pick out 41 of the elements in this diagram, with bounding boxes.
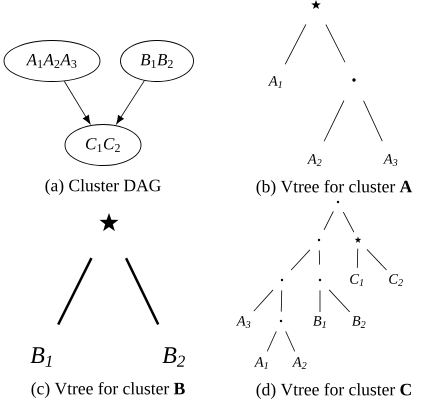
caption: (d) Vtree for cluster C (256, 382, 411, 400)
branch-line (280, 290, 282, 312)
leaf-label: B$_{1}$ (312, 316, 326, 328)
leaf-label: A$_{3}$ (382, 154, 398, 166)
ellipse-node: B$_{1}$B$_{2}$ (120, 40, 194, 82)
leaf-label: B$_{2}$ (352, 316, 366, 328)
leaf-label: A$_{2}$ (306, 154, 322, 166)
leaf-label: A$_{1}$ (268, 76, 282, 88)
branch-line (324, 100, 344, 142)
arrow (116, 80, 145, 124)
branch-line (326, 24, 346, 63)
branch-line (366, 249, 387, 270)
caption: (b) Vtree for cluster A (256, 180, 412, 196)
leaf-label: C$_{1}$ (350, 274, 364, 286)
branch-line (284, 24, 306, 65)
branch-line (285, 330, 296, 352)
branch-line (57, 258, 93, 326)
branch-line (363, 100, 383, 142)
leaf-label: C$_{2}$ (389, 274, 403, 286)
star (354, 236, 362, 243)
leaf-label: B$_{2}$ (162, 347, 185, 367)
branch-line (342, 212, 354, 233)
caption: (c) Vtree for cluster B (32, 382, 185, 398)
branch-line (356, 248, 358, 268)
arrow (64, 80, 90, 124)
branch-line (124, 258, 160, 326)
leaf-label: A$_{1}$ (254, 357, 268, 369)
branch-line (324, 210, 334, 230)
branch-line (253, 290, 274, 312)
branch-line (266, 330, 277, 352)
star (311, 0, 321, 10)
ellipse-node: C$_{1}$C$_{2}$ (64, 124, 142, 166)
branch-line (328, 289, 350, 312)
leaf-label: B$_{1}$ (30, 347, 52, 367)
leaf-label: A$_{3}$ (236, 316, 250, 328)
ellipse-node: A$_{1}$A$_{2}$A$_{3}$ (4, 40, 100, 82)
caption: (a) Cluster DAG (45, 179, 161, 195)
leaf-label: A$_{2}$ (292, 357, 306, 369)
star (100, 213, 119, 232)
branch-line (318, 250, 320, 265)
branch-line (290, 249, 310, 271)
